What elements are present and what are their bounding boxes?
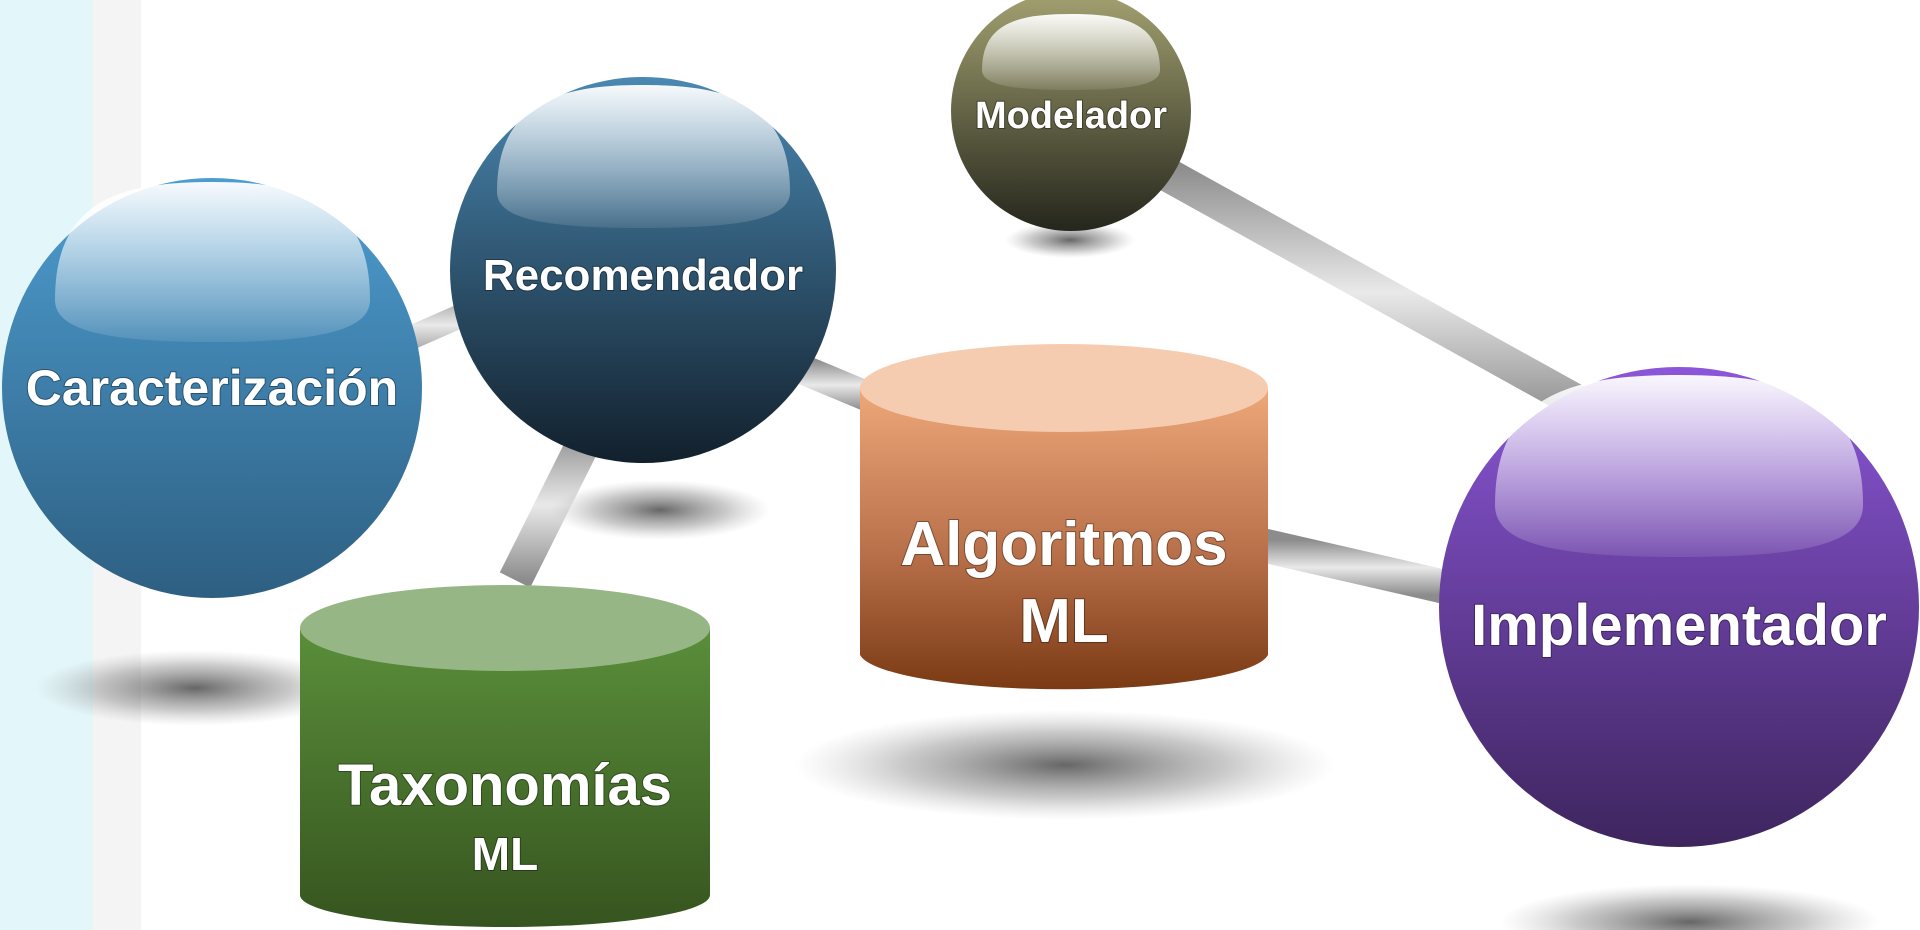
taxonomias-cylinder-body [300, 628, 710, 927]
shadow-recomendador [550, 480, 770, 540]
implementador-label: Implementador [1471, 593, 1887, 658]
shadow-algoritmos [795, 710, 1335, 820]
node-algoritmos: Algoritmos ML [860, 344, 1268, 690]
connector-modelador-implementador [1141, 150, 1619, 435]
caracterizacion-label: Caracterización [26, 360, 398, 416]
modelador-highlight [982, 14, 1160, 90]
algoritmos-cylinder-body [860, 388, 1268, 690]
implementador-highlight [1495, 375, 1863, 557]
node-taxonomias: Taxonomías ML [300, 585, 710, 927]
algoritmos-sublabel: ML [1019, 587, 1109, 656]
shadow-modelador [1005, 222, 1135, 258]
shadow-caracterizacion [35, 650, 355, 726]
node-modelador: Modelador [951, 0, 1191, 231]
modelador-label: Modelador [975, 95, 1167, 137]
node-caracterizacion: Caracterización [2, 178, 422, 598]
recomendador-highlight [497, 85, 790, 228]
algoritmos-cylinder-top [860, 344, 1268, 432]
shadows [35, 222, 1880, 930]
node-implementador: Implementador [1439, 367, 1919, 847]
algoritmos-label: Algoritmos [900, 510, 1227, 579]
taxonomias-sublabel: ML [472, 828, 538, 880]
caracterizacion-highlight [55, 182, 370, 342]
taxonomias-cylinder-top [300, 585, 710, 671]
taxonomias-label: Taxonomías [338, 753, 672, 818]
shadow-implementador [1500, 884, 1880, 930]
node-recomendador: Recomendador [450, 77, 836, 463]
recomendador-label: Recomendador [483, 251, 803, 300]
